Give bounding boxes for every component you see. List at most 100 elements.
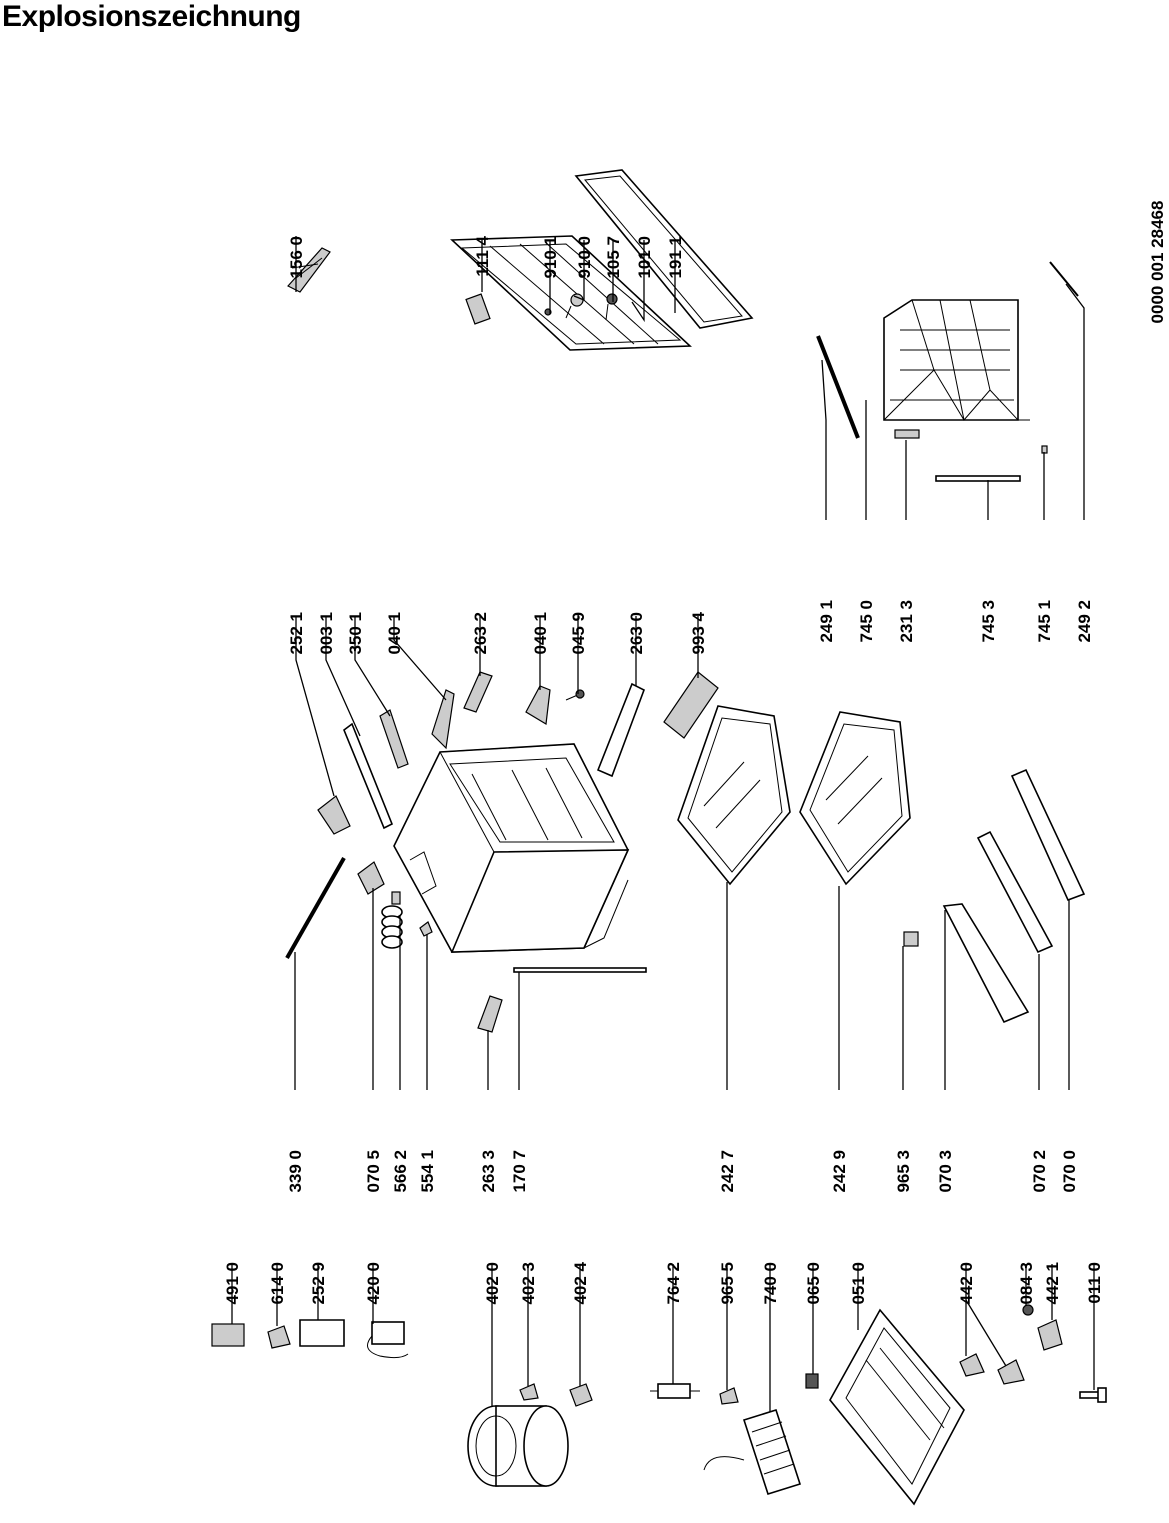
part-070-5 [357,861,385,895]
label-965-5: 965 5 [718,1262,737,1305]
part-263-0 [596,682,646,778]
part-011-0 [1079,1387,1107,1403]
part-231-3 [894,429,920,439]
part-070-2 [976,830,1054,954]
label-105-7: 105 7 [604,236,623,279]
label-745-1: 745 1 [1035,600,1054,643]
part-442-0-b [997,1359,1025,1385]
compressor-402-0 [467,1405,569,1487]
rod-339-0 [285,857,346,959]
cabinet-body [393,743,630,953]
hinge-040-1-b [525,685,551,725]
door-panel [450,235,692,351]
part-965-3 [903,931,919,947]
label-252-9: 252 9 [309,1262,328,1305]
part-170-7 [513,967,647,973]
label-003-1: 003 1 [317,612,336,655]
label-745-3: 745 3 [979,600,998,643]
label-420-0: 420 0 [364,1262,383,1305]
label-614-0: 614 0 [268,1262,287,1305]
label-101-0: 101 0 [635,236,654,279]
label-051-0: 051 0 [849,1262,868,1305]
label-965-3: 965 3 [894,1150,913,1193]
label-111-4: 111 4 [473,235,492,276]
part-420-0 [367,1321,409,1359]
label-249-2: 249 2 [1075,600,1094,643]
label-350-1: 350 1 [346,612,365,655]
label-764-2: 764 2 [664,1262,683,1305]
label-070-5: 070 5 [364,1150,383,1193]
part-402-4 [569,1383,593,1407]
label-442-0: 442 0 [957,1262,976,1305]
part-402-3 [519,1383,539,1401]
part-745-1 [1041,445,1048,454]
label-011-0: 011 0 [1085,1262,1104,1304]
coil-566-2 [381,905,403,949]
part-070-0 [1010,768,1086,902]
leader-lines [231,236,1095,1412]
part-442-0 [959,1353,985,1377]
label-402-3: 402 3 [519,1262,538,1305]
part-764-2 [650,1383,700,1399]
part-252-9 [299,1319,345,1347]
part-105-7 [605,293,618,321]
label-231-3: 231 3 [897,600,916,643]
part-111-4 [465,293,491,325]
label-993-4: 993 4 [689,611,708,654]
part-745-3 [935,475,1021,482]
part-993-4 [663,671,719,739]
label-263-3: 263 3 [479,1150,498,1193]
label-070-0: 070 0 [1060,1150,1079,1193]
rail-249-1 [816,335,860,439]
label-040-1-a: 040 1 [385,612,404,655]
label-065-0: 065 0 [804,1262,823,1305]
label-170-7: 170 7 [510,1150,529,1193]
label-263-0: 263 0 [627,612,646,655]
part-614-0 [267,1325,291,1349]
label-910-0: 910 0 [575,236,594,279]
label-070-3: 070 3 [936,1150,955,1193]
label-242-7: 242 7 [718,1150,737,1193]
label-402-0: 402 0 [483,1262,502,1305]
page-title: Explosionszeichnung [2,0,301,33]
label-191-1: 191 1 [666,236,685,279]
part-554-1-b [391,891,401,905]
wire-shelves [883,299,1030,421]
label-566-2: 566 2 [391,1150,410,1193]
part-350-1 [379,709,409,769]
label-249-1: 249 1 [817,600,836,643]
label-040-1-b: 040 1 [531,612,550,655]
part-084-3 [1022,1304,1034,1316]
drawer-242-7 [677,705,791,886]
label-491-0: 491 0 [223,1262,242,1305]
condenser-740-0 [703,1409,802,1495]
part-910-0 [565,293,584,319]
part-070-3 [942,903,1030,1024]
rail-249-2 [1049,261,1079,297]
label-745-0: 745 0 [857,600,876,643]
part-065-0 [805,1373,819,1389]
part-554-1 [419,921,433,937]
label-740-0: 740 0 [761,1262,780,1305]
door-gasket [574,169,754,329]
label-263-2: 263 2 [471,612,490,655]
part-263-2 [463,671,493,713]
label-084-3: 084 3 [1017,1262,1036,1305]
base-tray-051-0 [829,1308,965,1506]
label-045-9: 045 9 [569,612,588,655]
label-252-1: 252 1 [287,612,306,655]
label-339-0: 339 0 [286,1150,305,1193]
document-number: 0000 001 28468 [1148,201,1167,324]
label-910-1: 910 1 [541,236,560,279]
label-242-9: 242 9 [830,1150,849,1193]
label-442-1: 442 1 [1043,1262,1062,1305]
part-003-1 [343,722,394,830]
drawer-242-9 [799,711,911,886]
part-263-3 [477,995,503,1033]
hinge-040-1-a [431,689,455,750]
part-442-1 [1037,1319,1063,1351]
screw-045-9 [565,689,585,701]
part-252-1 [317,795,351,835]
label-402-4: 402 4 [571,1261,590,1304]
label-156-0: 156 0 [287,236,306,279]
